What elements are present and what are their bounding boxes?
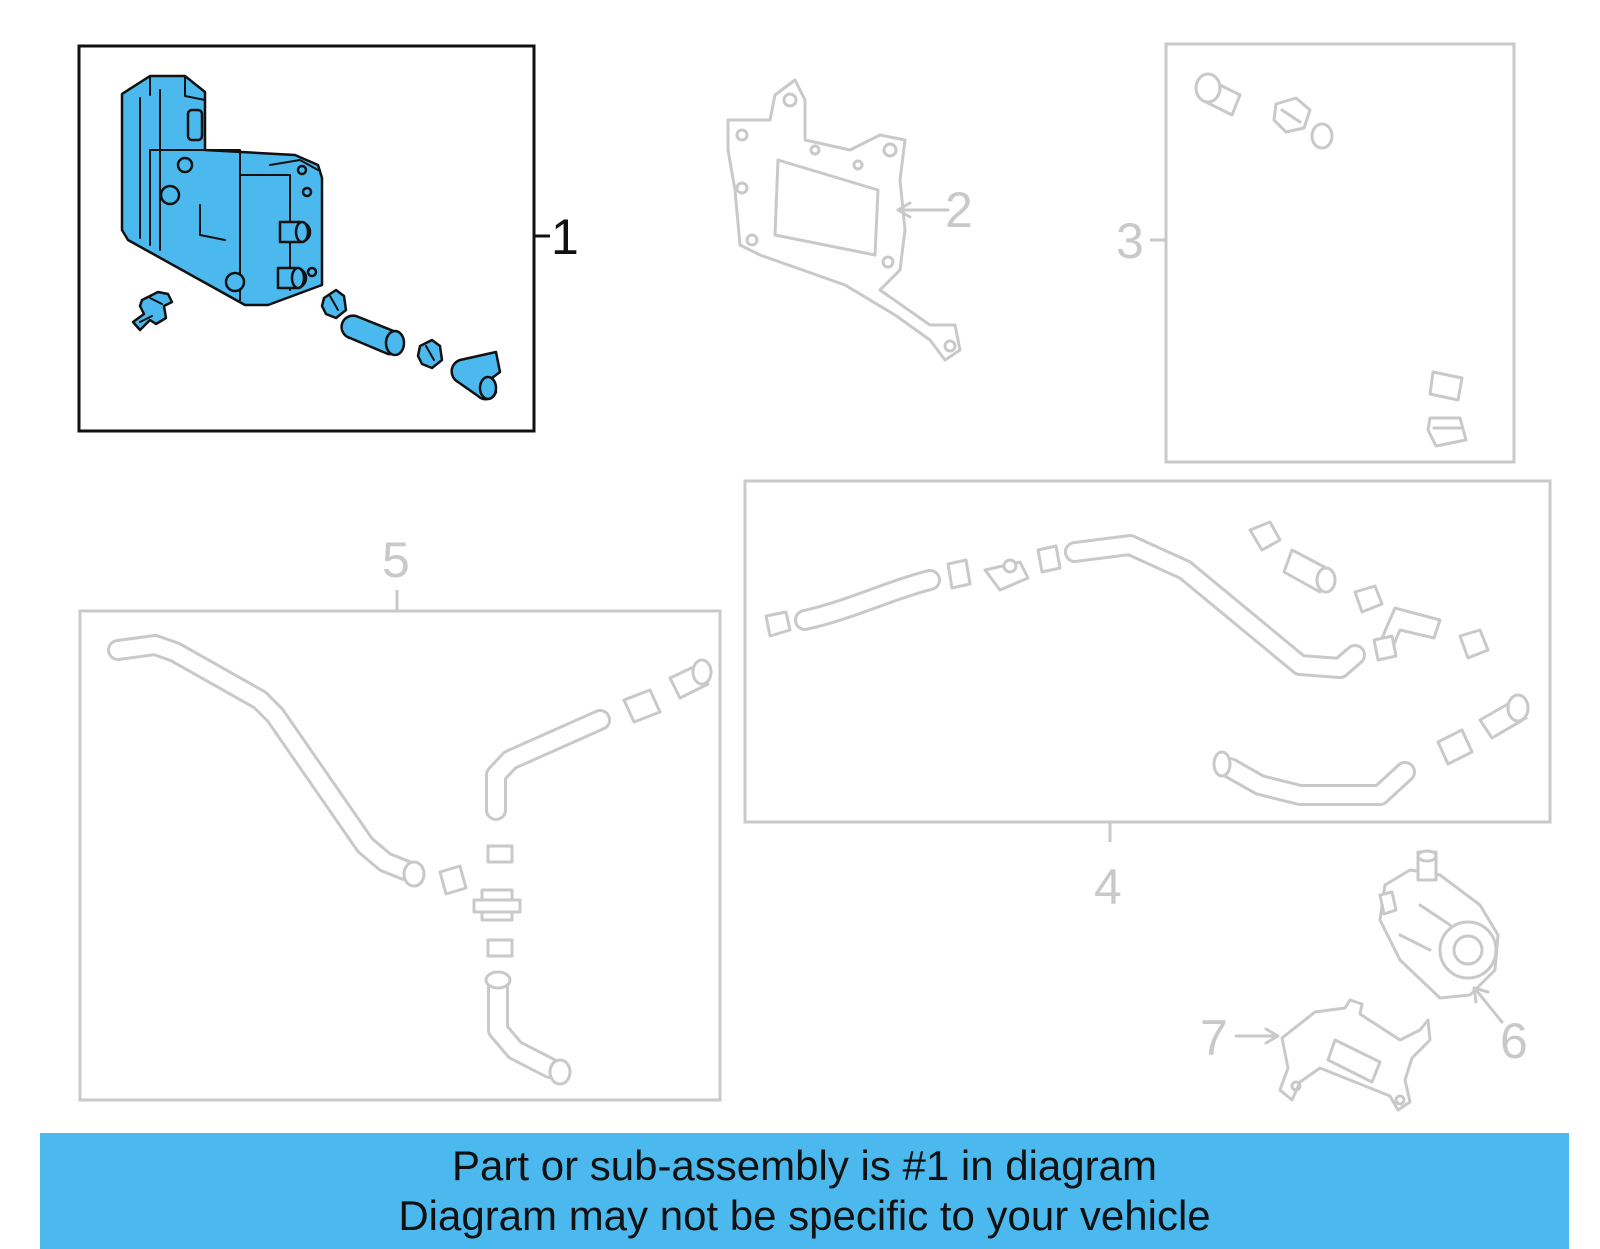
part-6-group[interactable]: 6: [1378, 849, 1528, 1069]
callout-7: 7: [1200, 1010, 1228, 1066]
part-1-housing: [120, 74, 324, 307]
part-4-frame: [743, 479, 1552, 824]
part-7-group[interactable]: 7: [1200, 998, 1432, 1112]
part-5-frame: [78, 609, 722, 1102]
part-2-group[interactable]: 2: [726, 78, 973, 362]
callout-4: 4: [1094, 859, 1122, 915]
callout-3: 3: [1116, 213, 1144, 269]
callout-5: 5: [382, 532, 410, 588]
callout-1: 1: [551, 209, 579, 265]
part-1-hose-kit: [320, 288, 502, 401]
callout-6: 6: [1500, 1013, 1528, 1069]
banner-line-1: Part or sub-assembly is #1 in diagram: [452, 1142, 1157, 1189]
part-4-group[interactable]: 4: [743, 479, 1552, 915]
info-banner: Part or sub-assembly is #1 in diagram Di…: [40, 1133, 1569, 1249]
part-1-frame: [77, 44, 536, 433]
part-1-group[interactable]: 1: [77, 44, 579, 433]
part-3-group[interactable]: 3: [1116, 42, 1516, 464]
callout-6-arrow: [1472, 986, 1504, 1024]
part-3-frame: [1164, 42, 1516, 464]
banner-line-2: Diagram may not be specific to your vehi…: [398, 1192, 1211, 1239]
part-1-bracket: [131, 290, 174, 332]
callout-2-arrow: [896, 201, 950, 219]
callout-7-arrow: [1234, 1027, 1280, 1045]
part-5-group[interactable]: 5: [78, 532, 722, 1102]
part-1-outlet-nipples: [276, 220, 312, 290]
callout-2: 2: [945, 182, 973, 238]
